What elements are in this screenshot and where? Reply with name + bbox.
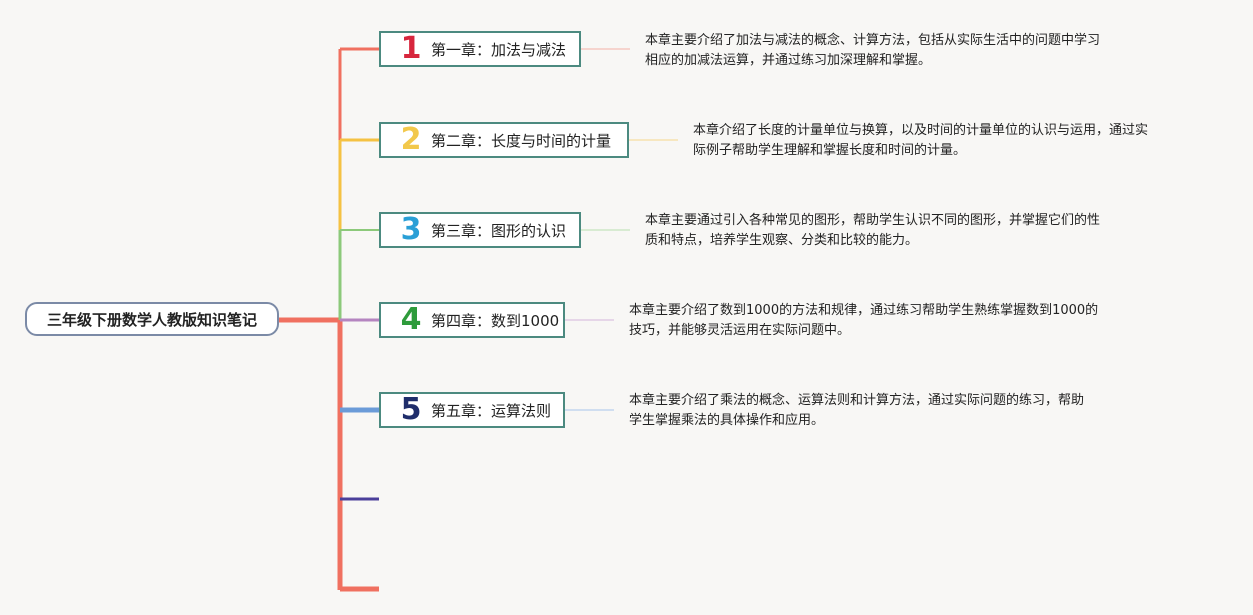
chapter-description-2[interactable]: 本章介绍了长度的计量单位与换算，以及时间的计量单位的认识与运用，通过实 际例子帮… bbox=[693, 121, 1148, 161]
description-line: 学生掌握乘法的具体操作和应用。 bbox=[629, 413, 825, 428]
description-line: 本章主要介绍了乘法的概念、运算法则和计算方法，通过实际问题的练习，帮助 bbox=[629, 393, 1085, 408]
chapter-description-3[interactable]: 本章主要通过引入各种常见的图形，帮助学生认识不同的图形，并掌握它们的性 质和特点… bbox=[645, 211, 1100, 251]
chapter-node-1[interactable]: 1 第一章：加法与减法 bbox=[379, 31, 581, 67]
chapter-title: 第四章：数到1000 bbox=[431, 311, 560, 330]
chapter-title: 第二章：长度与时间的计量 bbox=[431, 131, 612, 150]
description-line: 质和特点，培养学生观察、分类和比较的能力。 bbox=[645, 233, 919, 248]
chapter-node-5[interactable]: 5 第五章：运算法则 bbox=[379, 392, 565, 428]
chapter-description-5[interactable]: 本章主要介绍了乘法的概念、运算法则和计算方法，通过实际问题的练习，帮助 学生掌握… bbox=[629, 391, 1084, 431]
description-line: 技巧，并能够灵活运用在实际问题中。 bbox=[629, 323, 851, 338]
number-3-icon: 3 bbox=[400, 212, 422, 247]
description-line: 本章主要介绍了加法与减法的概念、计算方法，包括从实际生活中的问题中学习 bbox=[645, 33, 1101, 48]
description-line: 本章介绍了长度的计量单位与换算，以及时间的计量单位的认识与运用，通过实 bbox=[693, 123, 1149, 138]
root-node[interactable]: 三年级下册数学人教版知识笔记 bbox=[25, 302, 279, 336]
number-4-icon: 4 bbox=[400, 302, 422, 337]
root-title: 三年级下册数学人教版知识笔记 bbox=[46, 310, 257, 329]
chapter-node-3[interactable]: 3 第三章：图形的认识 bbox=[379, 212, 581, 248]
description-line: 本章主要介绍了数到1000的方法和规律，通过练习帮助学生熟练掌握数到1000的 bbox=[629, 303, 1099, 318]
chapter-description-4[interactable]: 本章主要介绍了数到1000的方法和规律，通过练习帮助学生熟练掌握数到1000的 … bbox=[629, 301, 1098, 341]
number-2-icon: 2 bbox=[400, 122, 422, 157]
chapter-title: 第五章：运算法则 bbox=[431, 401, 552, 420]
chapter-node-4[interactable]: 4 第四章：数到1000 bbox=[379, 302, 565, 338]
chapter-title: 第三章：图形的认识 bbox=[431, 221, 567, 240]
chapter-description-1[interactable]: 本章主要介绍了加法与减法的概念、计算方法，包括从实际生活中的问题中学习 相应的加… bbox=[645, 31, 1100, 71]
number-5-icon: 5 bbox=[400, 392, 422, 427]
description-line: 相应的加减法运算，并通过练习加深理解和掌握。 bbox=[645, 53, 932, 68]
description-line: 本章主要通过引入各种常见的图形，帮助学生认识不同的图形，并掌握它们的性 bbox=[645, 213, 1101, 228]
chapter-title: 第一章：加法与减法 bbox=[431, 40, 567, 59]
description-line: 际例子帮助学生理解和掌握长度和时间的计量。 bbox=[693, 143, 967, 158]
number-1-icon: 1 bbox=[400, 31, 422, 66]
chapter-node-2[interactable]: 2 第二章：长度与时间的计量 bbox=[379, 122, 629, 158]
